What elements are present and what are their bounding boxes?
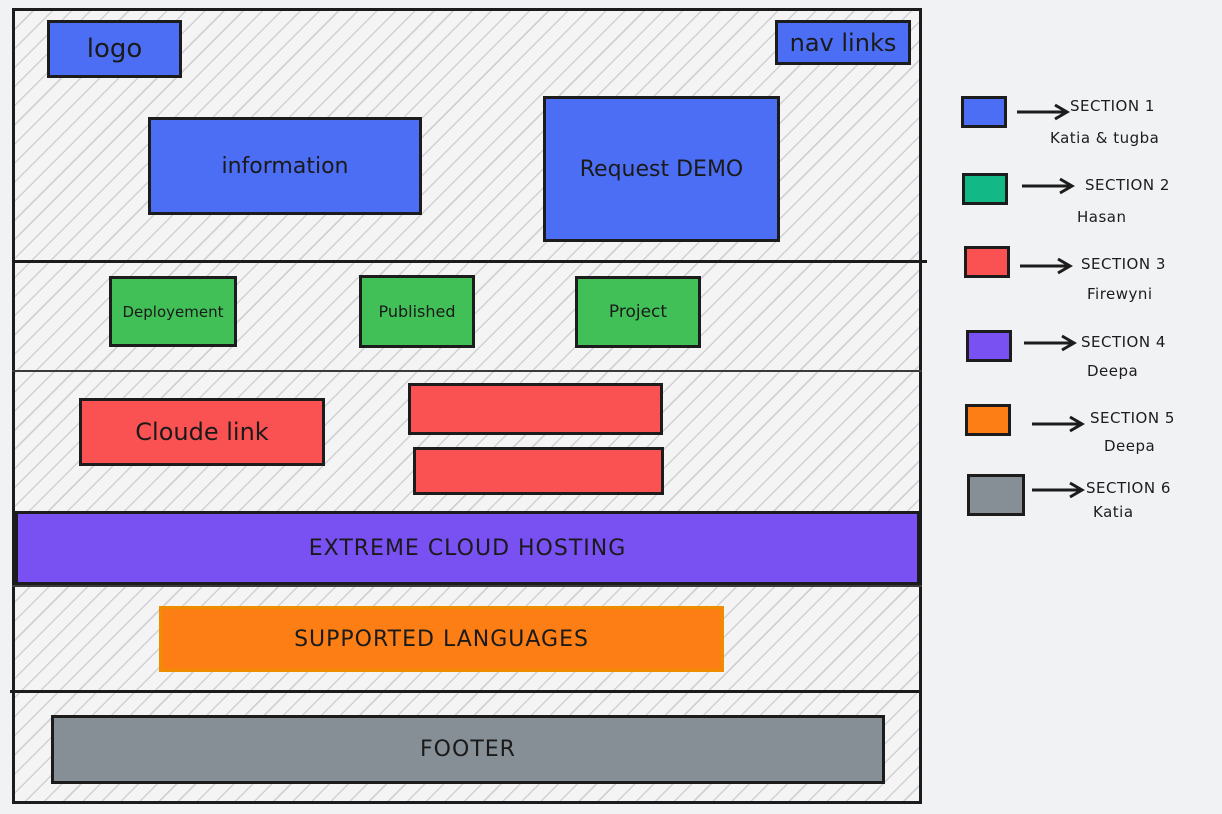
published-stat-label: Published (378, 302, 456, 321)
legend-swatch-section-5 (965, 404, 1011, 436)
request-demo-label: Request DEMO (579, 156, 744, 182)
cloud-placeholder-box-2 (413, 447, 664, 495)
hosting-label: EXTREME CLOUD HOSTING (308, 535, 627, 561)
legend-owner-section-3: Firewyni (1087, 285, 1153, 303)
deployment-stat-box: Deployement (109, 276, 237, 347)
logo-box: logo (47, 20, 182, 78)
legend-owner-section-2: Hasan (1077, 208, 1127, 226)
project-stat-label: Project (608, 302, 668, 322)
request-demo-box: Request DEMO (543, 96, 780, 242)
legend-swatch-section-6 (967, 474, 1025, 516)
cloud-placeholder-box-1 (408, 383, 663, 435)
legend-title-section-2: SECTION 2 (1085, 176, 1170, 194)
information-label: information (221, 153, 349, 179)
legend-title-section-5: SECTION 5 (1090, 409, 1175, 427)
deployment-stat-label: Deployement (122, 302, 224, 321)
logo-label: logo (86, 34, 143, 64)
section-divider-4 (10, 690, 922, 693)
nav-links-label: nav links (789, 28, 897, 57)
footer-label: FOOTER (420, 737, 516, 762)
legend-title-section-1: SECTION 1 (1070, 97, 1155, 115)
information-box: information (148, 117, 422, 215)
cloud-link-label: Cloude link (135, 418, 269, 446)
published-stat-box: Published (359, 275, 475, 348)
arrow-icon (1017, 103, 1070, 121)
legend-owner-section-6: Katia (1093, 503, 1134, 521)
legend-title-section-4: SECTION 4 (1081, 333, 1166, 351)
footer-box: FOOTER (51, 715, 885, 784)
legend-swatch-section-1 (961, 96, 1007, 128)
cloud-link-box: Cloude link (79, 398, 325, 466)
hosting-banner: EXTREME CLOUD HOSTING (15, 511, 920, 585)
arrow-icon (1024, 334, 1077, 352)
legend-title-section-6: SECTION 6 (1086, 479, 1171, 497)
legend-owner-section-1: Katia & tugba (1050, 129, 1160, 147)
project-stat-box: Project (575, 276, 701, 348)
legend-swatch-section-3 (964, 246, 1010, 278)
arrow-icon (1022, 177, 1075, 195)
arrow-icon (1032, 415, 1085, 433)
legend-swatch-section-2 (962, 173, 1008, 205)
languages-label: SUPPORTED LANGUAGES (294, 626, 589, 652)
legend-title-section-3: SECTION 3 (1081, 255, 1166, 273)
nav-links-box: nav links (775, 20, 911, 65)
legend-swatch-section-4 (966, 330, 1012, 362)
legend-owner-section-4: Deepa (1087, 362, 1139, 380)
arrow-icon (1032, 481, 1085, 499)
section-divider-2 (12, 370, 922, 372)
legend-owner-section-5: Deepa (1104, 437, 1156, 455)
arrow-icon (1020, 257, 1073, 275)
section-divider-1 (12, 260, 927, 263)
section-divider-3 (12, 585, 922, 587)
languages-banner: SUPPORTED LANGUAGES (159, 606, 724, 672)
